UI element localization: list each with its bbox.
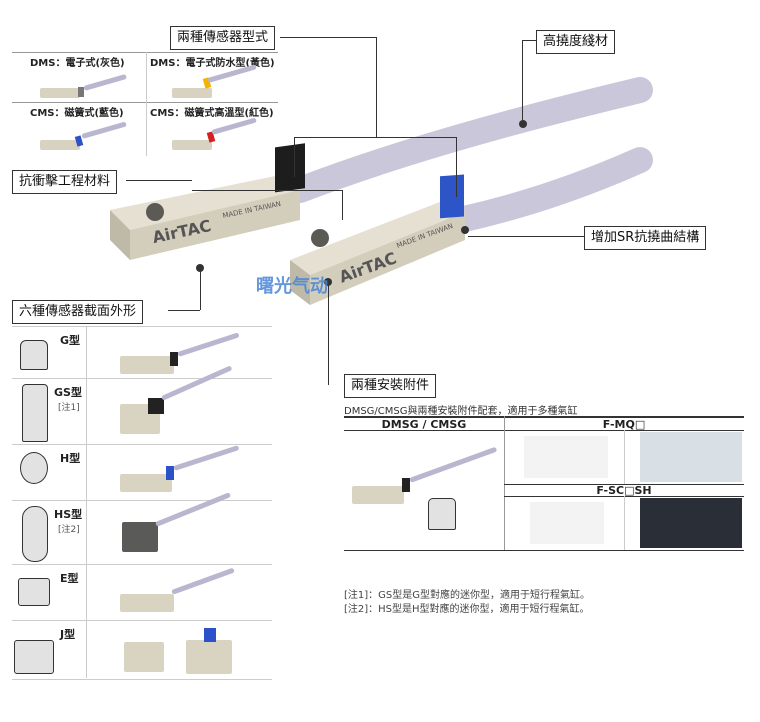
leader-line (456, 137, 457, 197)
leader-line (342, 190, 343, 220)
leader-line (522, 40, 523, 124)
profile-name-h: H型 (60, 452, 81, 465)
profile-name-gs: GS型 (54, 386, 82, 399)
leader-line (468, 236, 584, 237)
leader-line (280, 37, 376, 38)
note-2: [注2]：HS型是H型對應的迷你型，適用于短行程氣缸。 (344, 604, 590, 615)
profile-shape-h (20, 452, 48, 484)
callout-six-profiles: 六種傳感器截面外形 (12, 300, 144, 324)
accessory-col-dmsg: DMSG / CMSG (381, 418, 467, 431)
callout-two-accessories: 兩種安裝附件 (344, 374, 437, 398)
accessory-fscsh-mounted (640, 498, 742, 548)
callout-flexible-wire: 高撓度綫材 (536, 30, 616, 54)
callout-sr-structure: 增加SR抗撓曲結構 (584, 226, 707, 250)
accessory-intro: DMSG/CMSG與兩種安裝附件配套，適用于多種氣缸 (344, 406, 578, 417)
leader-line (294, 137, 295, 177)
profile-note-gs: [注1] (58, 403, 80, 413)
callout-impact-material: 抗衝擊工程材料 (12, 170, 118, 194)
leader-line (328, 283, 329, 385)
leader-line (376, 37, 377, 137)
profile-shape-gs (22, 384, 48, 442)
type-label-dms-yellow: DMS：電子式防水型(黃色) (150, 58, 275, 69)
sensor-type-table: DMS：電子式(灰色) DMS：電子式防水型(黃色) CMS：磁簧式(藍色) C… (12, 52, 278, 156)
leader-line (294, 137, 456, 138)
leader-line (192, 190, 342, 191)
hero-sensor-illustration (110, 77, 653, 305)
accessory-col-fscsh: F-SC□SH (596, 484, 652, 497)
leader-line (200, 268, 201, 310)
profile-note-hs: [注2] (58, 525, 80, 535)
callout-two-types: 兩種傳感器型式 (170, 26, 276, 50)
accessory-fscsh-bracket (530, 502, 604, 544)
leader-line (126, 180, 192, 181)
accessory-col-fmq: F-MQ□ (602, 418, 646, 431)
watermark: 曙光气动 (256, 276, 328, 297)
note-1: [注1]：GS型是G型對應的迷你型，適用于短行程氣缸。 (344, 590, 591, 601)
leader-line (168, 310, 200, 311)
accessory-fmq-bracket (524, 436, 608, 478)
profile-name-e: E型 (60, 572, 79, 585)
type-label-cms-blue: CMS：磁簧式(藍色) (30, 108, 124, 119)
accessory-fmq-mounted (640, 432, 742, 482)
profile-shape-hs (22, 506, 48, 562)
profile-name-j: J型 (60, 628, 76, 641)
type-label-dms-gray: DMS：電子式(灰色) (30, 58, 125, 69)
profile-name-hs: HS型 (54, 508, 83, 521)
type-label-cms-red: CMS：磁簧式高溫型(紅色) (150, 108, 274, 119)
accessory-profile-shape (428, 498, 456, 530)
profile-shape-e (18, 578, 50, 606)
leader-line (522, 40, 536, 41)
profile-shape-j (14, 640, 54, 674)
profile-shape-g (20, 340, 48, 370)
profile-name-g: G型 (60, 334, 81, 347)
